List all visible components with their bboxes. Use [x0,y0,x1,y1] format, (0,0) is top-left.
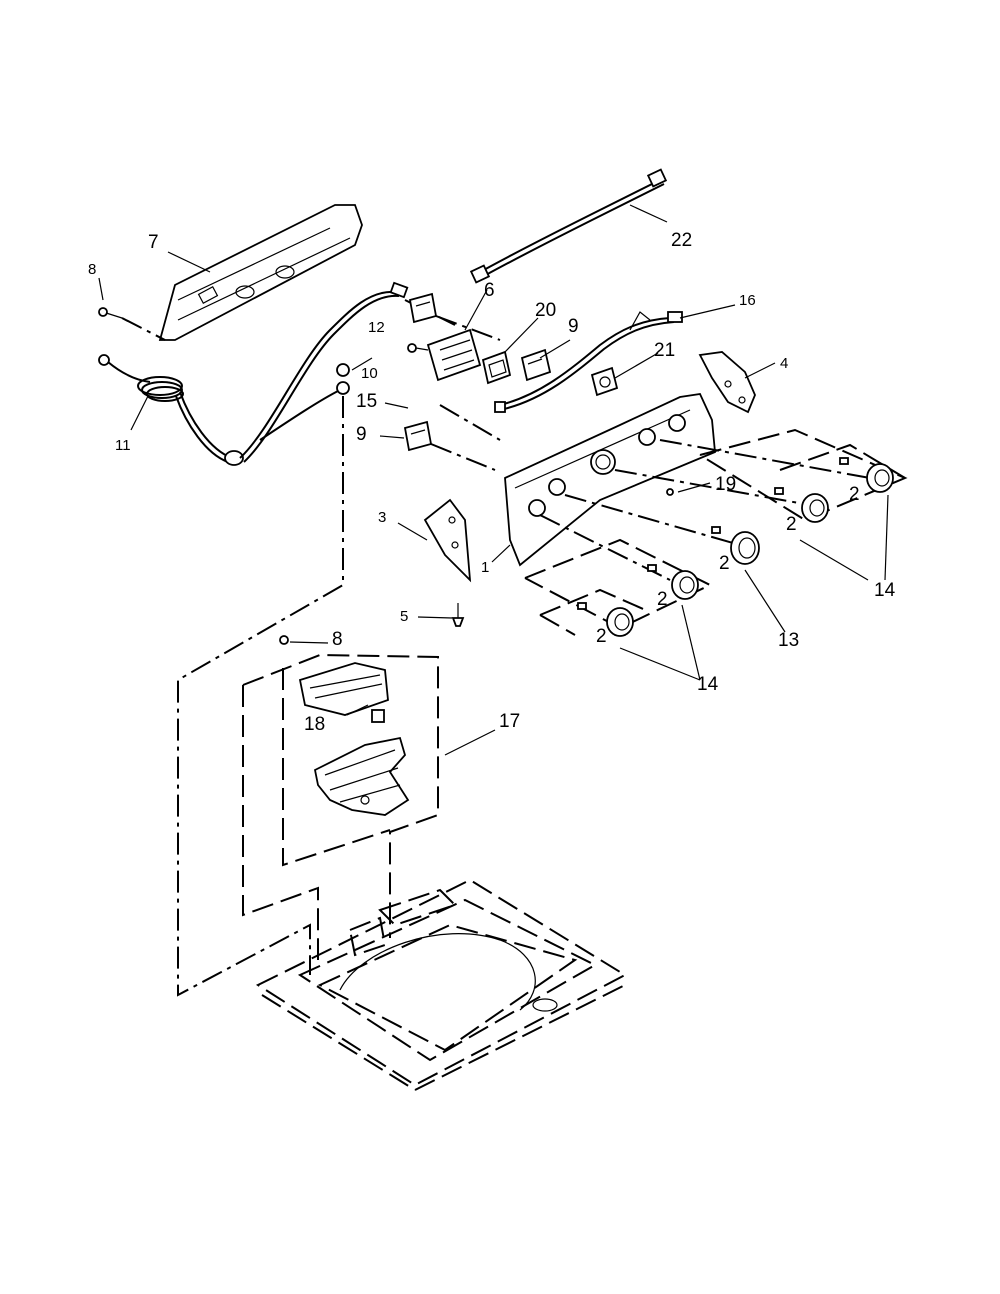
bracket-3 [423,498,472,583]
power-cord-11 [98,281,456,466]
bracket-assembly-18 [282,668,391,867]
screw-8-lower [279,635,289,645]
knob-14-c [801,493,829,523]
knob-14-a [606,607,634,637]
label-8-lower: 8 [332,629,343,650]
label-2-b: 2 [657,589,668,610]
cabinet-top [255,878,628,1091]
label-22: 22 [671,230,692,251]
label-14-lower: 14 [697,674,719,695]
label-17: 17 [499,711,520,732]
label-16: 16 [739,292,756,309]
bracket-18 [298,662,389,723]
control-board-6 [407,328,482,382]
screw-8-top [98,307,166,341]
screw-5 [451,603,465,627]
knob-13 [730,531,760,565]
label-6: 6 [484,280,495,301]
wire-harness-22 [469,168,668,284]
label-18: 18 [304,714,325,735]
clip-19 [666,488,674,496]
label-12: 12 [368,319,385,336]
bracket-17 [313,736,410,816]
label-19: 19 [715,474,736,495]
bracket-assembly-17 [242,653,439,960]
label-5: 5 [400,608,408,625]
label-14-right: 14 [874,580,896,601]
label-8-top: 8 [88,261,96,278]
switch-15 [408,292,501,341]
console-back-panel-7 [158,204,363,341]
knob-group-14-left [524,538,713,636]
label-7: 7 [148,232,159,253]
label-2-d: 2 [786,514,797,535]
switch-9-upper [520,348,552,382]
label-20: 20 [535,300,556,321]
label-13: 13 [778,630,799,651]
end-cap-4 [698,351,756,414]
label-10: 10 [361,365,378,382]
label-9-upper: 9 [568,316,579,337]
leader-lines [98,204,889,756]
wire-harness-16 [494,311,683,413]
knob-14-d [866,463,894,493]
label-2-e: 2 [849,484,860,505]
console-1 [504,393,716,567]
label-2-a: 2 [596,626,607,647]
clip-12 [336,363,350,395]
switch-9-lower [403,420,496,471]
module-20 [481,350,512,385]
label-21: 21 [654,340,675,361]
label-11: 11 [115,437,131,454]
label-15: 15 [356,391,377,412]
label-9-lower: 9 [356,424,367,445]
label-4: 4 [780,355,788,372]
spring-2-group [577,457,849,610]
label-1: 1 [481,559,489,576]
label-2-c: 2 [719,553,730,574]
knob-14-b [671,570,699,600]
label-3: 3 [378,509,386,526]
switch-21 [590,366,619,397]
